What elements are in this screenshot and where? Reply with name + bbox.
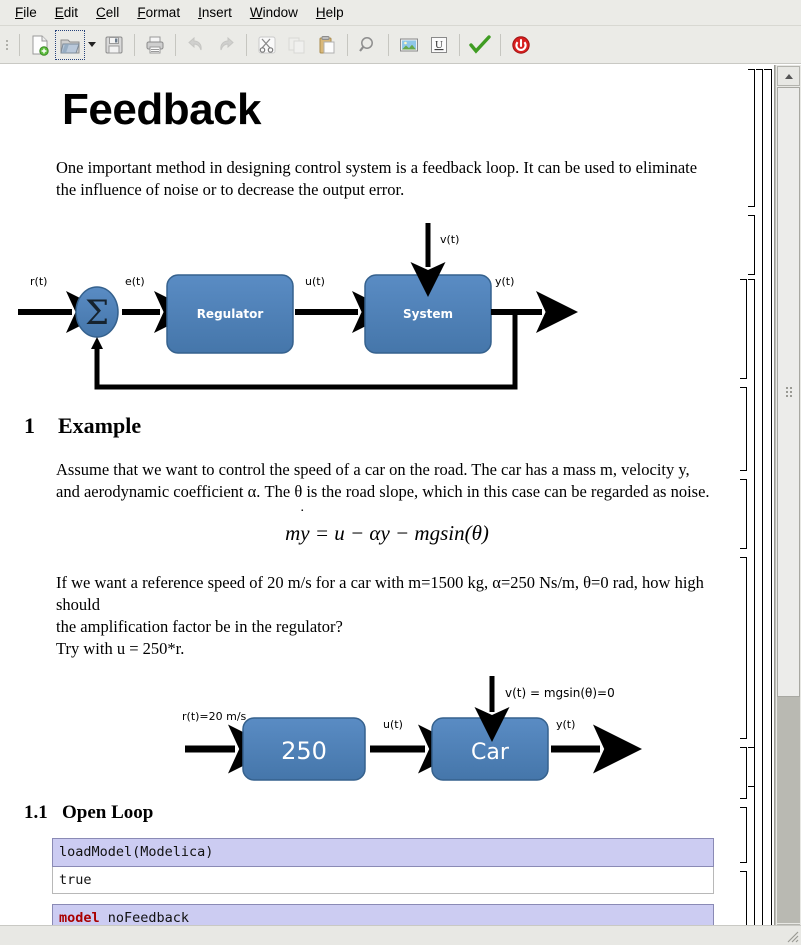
diagram1-label-e: e(t): [125, 275, 145, 289]
scroll-up-arrow-icon[interactable]: [777, 66, 800, 86]
menu-bar: File Edit Cell Format Insert Window Help: [0, 0, 801, 26]
notebook-page[interactable]: Feedback One important method in designi…: [0, 65, 775, 945]
toolbar-separator: [500, 33, 501, 56]
diagram1-label-u: u(t): [305, 275, 325, 289]
redo-icon[interactable]: [211, 30, 241, 60]
open-loop-block-diagram: 250 Car r(t)=20 m/s u(t) y(t) v(t) = mgs…: [0, 666, 774, 796]
diagram2-label-r: r(t)=20 m/s: [182, 709, 247, 723]
svg-text:Σ: Σ: [85, 293, 109, 333]
open-folder-icon[interactable]: [55, 29, 85, 60]
toolbar-separator: [246, 33, 247, 56]
section-1-paragraph: Assume that we want to control the speed…: [56, 460, 710, 501]
new-document-icon[interactable]: [25, 30, 55, 60]
insert-image-icon[interactable]: [394, 30, 424, 60]
paste-clipboard-icon[interactable]: [312, 30, 342, 60]
toolbar-separator: [19, 33, 20, 56]
open-recent-dropdown-icon[interactable]: [85, 30, 99, 60]
svg-text:Car: Car: [471, 740, 510, 765]
scroll-thumb[interactable]: [777, 87, 800, 698]
scrollbar-track[interactable]: [777, 87, 800, 923]
menu-item-help[interactable]: Help: [315, 5, 344, 20]
menu-item-file[interactable]: File: [15, 5, 37, 20]
print-icon[interactable]: [140, 30, 170, 60]
copy-icon[interactable]: [282, 30, 312, 60]
underline-icon[interactable]: U: [424, 30, 454, 60]
toolbar-separator: [347, 33, 348, 56]
diagram1-label-r: r(t): [30, 275, 48, 289]
scroll-thumb-grip: [785, 386, 793, 398]
toolbar-drag-handle[interactable]: [2, 32, 11, 58]
document-area: Feedback One important method in designi…: [0, 64, 801, 945]
status-bar: [0, 925, 801, 945]
diagram1-label-v: v(t): [440, 233, 460, 247]
section-1-paragraph-2-line-3: Try with u = 250*r.: [56, 638, 185, 658]
svg-text:250: 250: [281, 737, 327, 765]
toolbar-separator: [459, 33, 460, 56]
diagram2-label-v: v(t) = mgsin(θ)=0: [505, 685, 615, 700]
menu-item-cell[interactable]: Cell: [96, 5, 120, 20]
intro-paragraph: One important method in designing contro…: [56, 158, 698, 200]
menu-item-edit[interactable]: Edit: [54, 5, 79, 20]
section-1-1-number: 1.1: [24, 801, 48, 823]
section-1-heading: 1 Example: [0, 413, 774, 439]
menu-item-window[interactable]: Window: [249, 5, 298, 20]
window-resize-grip[interactable]: [785, 929, 799, 943]
menu-item-insert[interactable]: Insert: [198, 5, 232, 20]
code-cell-output[interactable]: true: [52, 866, 714, 895]
cut-scissors-icon[interactable]: [252, 30, 282, 60]
diagram2-label-u: u(t): [383, 717, 403, 731]
section-1-number: 1: [24, 413, 35, 439]
equation-car-dynamics: mẏ = u − αy − mgsin(θ): [285, 520, 489, 545]
section-1-1-title: Open Loop: [62, 801, 154, 823]
menu-item-format[interactable]: Format: [137, 5, 181, 20]
svg-text:Regulator: Regulator: [197, 307, 264, 321]
page-title: Feedback: [62, 85, 261, 134]
vertical-scrollbar[interactable]: [775, 65, 801, 945]
svg-text:System: System: [403, 307, 453, 321]
diagram1-label-y: y(t): [495, 275, 515, 289]
search-magnifier-icon[interactable]: [353, 30, 383, 60]
section-1-paragraph-2-line-2: the amplification factor be in the regul…: [56, 616, 343, 636]
section-1-paragraph-2-line-1: If we want a reference speed of 20 m/s f…: [56, 572, 704, 614]
stop-power-icon[interactable]: [506, 30, 536, 60]
diagram2-label-y: y(t): [556, 717, 576, 731]
svg-text:U: U: [435, 39, 443, 51]
feedback-loop-block-diagram: Σ Regulator System: [0, 215, 774, 405]
code-cell-input[interactable]: loadModel(Modelica): [52, 837, 714, 867]
toolbar-separator: [388, 33, 389, 56]
section-1-title: Example: [58, 413, 142, 439]
evaluate-check-icon[interactable]: [465, 30, 495, 60]
toolbar: U: [0, 26, 801, 64]
save-icon[interactable]: [99, 30, 129, 60]
section-1-1-heading: 1.1 Open Loop: [0, 802, 774, 824]
toolbar-separator: [175, 33, 176, 56]
undo-icon[interactable]: [181, 30, 211, 60]
toolbar-separator: [134, 33, 135, 56]
